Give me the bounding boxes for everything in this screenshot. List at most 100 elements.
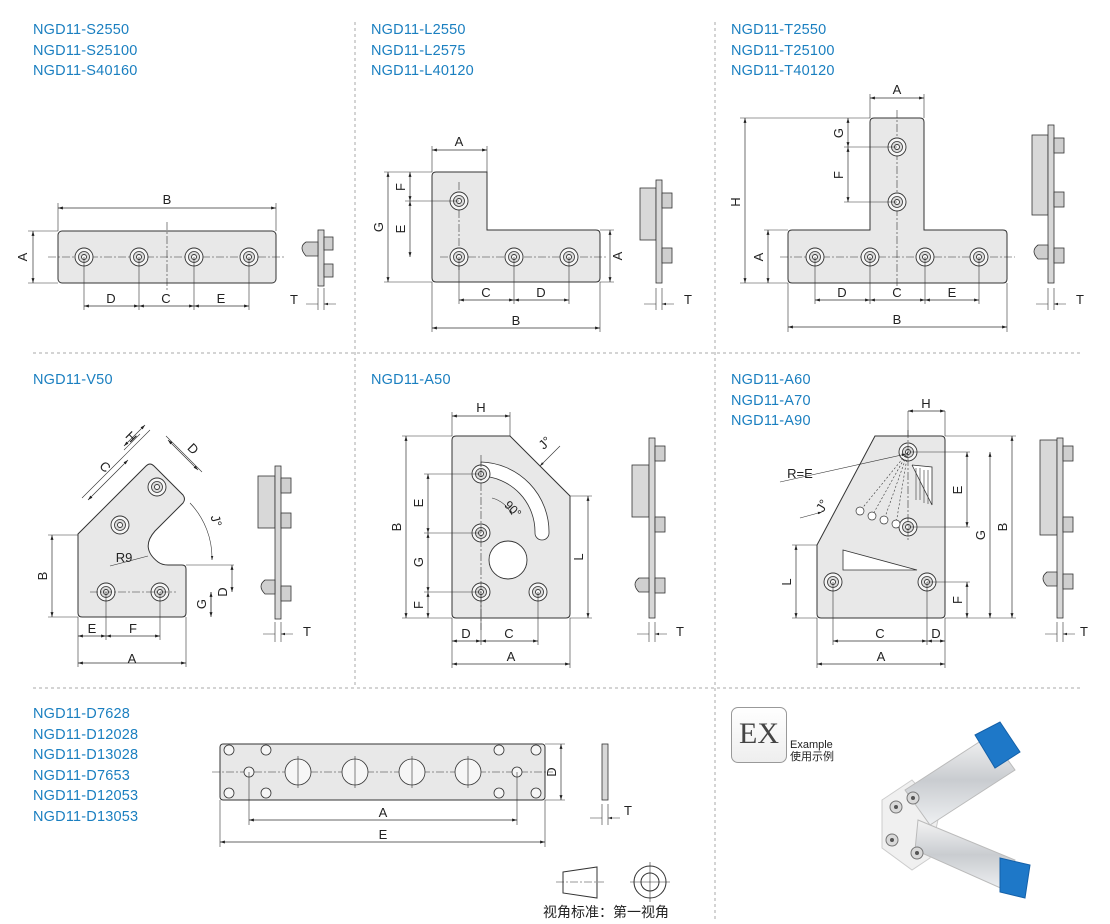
example-logo-text: EX [739,717,779,750]
model-code: NGD11-T25100 [731,42,835,59]
dim-label: A [877,649,886,664]
dim-label: E [948,285,957,300]
model-code: NGD11-L2575 [371,42,466,59]
dim-label: H [921,396,930,411]
dim-label: L [779,578,794,585]
model-code: NGD11-S25100 [33,42,138,59]
model-code: NGD11-V50 [33,372,113,388]
dim-label: T [1080,624,1088,639]
title-d-series: NGD11-D7628 NGD11-D12028 NGD11-D13028 NG… [33,704,138,827]
dim-label: E [88,621,97,636]
dim-label: R=E [787,466,813,481]
dim-label: G [831,128,846,138]
drawing-l-series: A G F E A C D B T [371,134,692,332]
dim-label: T [290,292,298,307]
dim-label: F [129,621,137,636]
dim-label: A [610,251,625,260]
dim-label: T [676,624,684,639]
dim-label: B [995,523,1010,532]
dim-label: J° [535,433,554,452]
drawing-a50-series: H B E G F L D C A 90° J° T [389,400,684,668]
model-code: NGD11-D12028 [33,726,139,743]
dim-label: T [624,803,632,818]
dim-label: C [481,285,490,300]
dim-label: J° [208,513,226,528]
projection-standard-label: 视角标准：第一视角 [543,904,669,920]
dim-label: G [411,557,426,567]
model-code: NGD11-L40120 [371,63,474,79]
dim-label: E [217,291,226,306]
model-code: NGD11-D13053 [33,808,139,825]
title-s-series: NGD11-S2550 NGD11-S25100 NGD11-S40160 [33,20,138,82]
dim-label: A [15,252,30,261]
dim-label: E [393,224,408,233]
drawing-s-series: B A D C E T [15,192,336,310]
title-t-series: NGD11-T2550 NGD11-T25100 NGD11-T40120 [731,20,835,82]
dim-label: A [128,651,137,666]
dim-label: D [544,767,559,776]
dim-label: E [379,827,388,842]
title-a60-series: NGD11-A60 NGD11-A70 NGD11-A90 [731,370,811,432]
example-product-image [881,721,1031,899]
model-code: NGD11-T2550 [731,22,827,38]
example-label-en: Example [790,739,833,751]
model-code: NGD11-S40160 [33,63,138,79]
drawing-a60-series: H R=E J° B G E F L C D A T [779,396,1088,668]
dim-label: A [455,134,464,149]
dim-label: J° [813,497,832,515]
drawing-v-series: A B E F D G C H D J° R9 T [35,424,311,667]
model-code: NGD11-D7653 [33,767,131,784]
model-code: NGD11-D7628 [33,706,131,722]
model-code: NGD11-A90 [731,413,811,429]
dim-label: F [393,183,408,191]
dim-label: H [728,197,743,206]
dim-label: B [389,523,404,532]
dim-label: D [106,291,115,306]
drawing-t-series: A H G F A D C E B T [728,82,1084,332]
dim-label: B [163,192,172,207]
dim-label: C [161,291,170,306]
drawing-d-series: A E D T [212,743,632,847]
dim-label: T [684,292,692,307]
dim-label: D [215,587,230,596]
dim-label: G [194,599,209,609]
dim-label: B [512,313,521,328]
dim-label: C [875,626,884,641]
dim-label: F [831,171,846,179]
model-code: NGD11-A50 [371,372,451,388]
dim-label: R9 [116,550,133,565]
model-code: NGD11-D12053 [33,788,139,804]
dim-label: A [379,805,388,820]
model-code: NGD11-D13028 [33,747,139,763]
dim-label: A [893,82,902,97]
dim-label: G [973,530,988,540]
dim-label: C [504,626,513,641]
title-l-series: NGD11-L2550 NGD11-L2575 NGD11-L40120 [371,20,474,82]
model-code: NGD11-T40120 [731,63,835,79]
first-angle-projection-symbol [556,862,670,902]
dim-label: D [931,626,940,641]
dim-label: T [303,624,311,639]
dim-label: D [837,285,846,300]
example-label-cn: 使用示例 [790,751,834,763]
dim-label: B [893,312,902,327]
panel-dividers [33,22,1080,920]
dim-label: A [751,252,766,261]
dim-label: B [35,572,50,581]
dim-label: F [411,601,426,609]
model-code: NGD11-A60 [731,372,811,388]
dim-label: D [536,285,545,300]
dim-label: H [476,400,485,415]
dim-label: D [461,626,470,641]
title-v-series: NGD11-V50 [33,370,113,391]
dim-label: E [411,498,426,507]
title-a50-series: NGD11-A50 [371,370,451,391]
dim-label: G [371,222,386,232]
dim-label: L [571,553,586,560]
model-code: NGD11-S2550 [33,22,130,38]
dim-label: A [507,649,516,664]
example-label: Example 使用示例 [790,739,834,763]
example-logo: EX [731,707,787,763]
dim-label: T [1076,292,1084,307]
